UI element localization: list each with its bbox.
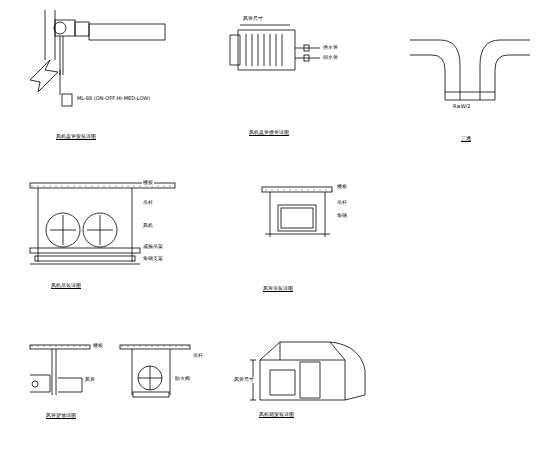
part-label: 角钢 — [336, 213, 348, 219]
part-label: 楼板 — [92, 343, 104, 349]
part-label: 风管尺寸 — [242, 16, 264, 22]
part-label: 回水管 — [322, 55, 339, 61]
detail-caption: 风机箱安装详图 — [258, 412, 295, 418]
part-label: 吊杆 — [192, 353, 204, 359]
part-label: 风管尺寸 — [233, 377, 255, 383]
detail-caption: 风机吊装详图 — [50, 283, 82, 289]
detail-caption: 三通 — [460, 136, 472, 142]
part-label: 风管 — [84, 377, 96, 383]
part-label: 角钢支架 — [142, 256, 164, 262]
part-label: ML-88 (ON-OFF,HI-MED-LOW) — [76, 96, 151, 102]
part-label: R≥W/2 — [452, 104, 471, 110]
part-label: 楼板 — [336, 184, 348, 190]
detail-caption: 风机盘管接管详图 — [248, 130, 290, 136]
detail-caption: 风管吊装详图 — [262, 286, 294, 292]
part-label: 楼板 — [142, 180, 154, 186]
part-label: 吊杆 — [336, 200, 348, 206]
part-label: 吊杆 — [142, 200, 154, 206]
part-label: 减振吊架 — [142, 244, 164, 250]
detail-caption: 风机盘管安装详图 — [55, 134, 97, 140]
part-label: 风机 — [142, 223, 154, 229]
detail-caption: 风管穿墙详图 — [45, 413, 77, 419]
part-label: 防火阀 — [174, 376, 191, 382]
part-label: 供水管 — [322, 45, 339, 51]
